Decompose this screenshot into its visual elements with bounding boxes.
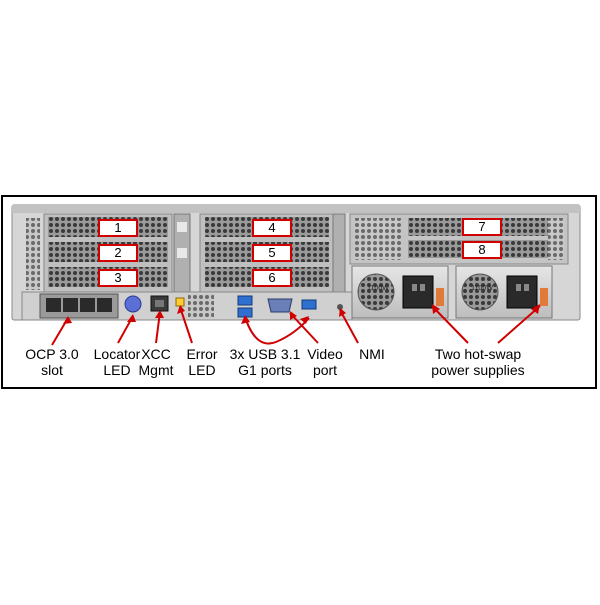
nmi-button bbox=[337, 304, 343, 310]
label-error-led: Error LED bbox=[186, 346, 218, 378]
chassis-top-edge bbox=[12, 205, 580, 213]
error-callout-line bbox=[179, 306, 193, 344]
label-power-supplies: Two hot-swap power supplies bbox=[431, 346, 525, 378]
error-led bbox=[175, 297, 185, 307]
psu1-rating: 1100W bbox=[367, 285, 389, 292]
psu1-callout-line bbox=[431, 305, 469, 344]
label-ocp-slot: OCP 3.0 slot bbox=[25, 346, 79, 378]
slot-number-3: 3 bbox=[98, 269, 138, 287]
slot-number-5: 5 bbox=[252, 244, 292, 262]
label-nmi: NMI bbox=[359, 346, 385, 362]
psu-1 bbox=[351, 265, 449, 319]
psu-2 bbox=[455, 265, 553, 319]
riser-cage-3 bbox=[349, 213, 569, 265]
video-callout-line bbox=[289, 312, 319, 344]
slot-number-2: 2 bbox=[98, 244, 138, 262]
nmi-callout-line bbox=[339, 309, 359, 344]
label-xcc-mgmt: XCC Mgmt bbox=[138, 346, 174, 378]
locator-led bbox=[124, 295, 142, 313]
ocp-slot bbox=[39, 293, 119, 319]
video-port bbox=[267, 298, 293, 313]
slot-number-7: 7 bbox=[462, 218, 502, 236]
label-usb-ports: 3x USB 3.1 G1 ports bbox=[229, 346, 301, 378]
callout-arrowheads bbox=[63, 304, 540, 324]
slot-number-4: 4 bbox=[252, 219, 292, 237]
slot-number-1: 1 bbox=[98, 219, 138, 237]
slot-number-6: 6 bbox=[252, 269, 292, 287]
usb-ports bbox=[237, 295, 317, 318]
label-locator-led: Locator LED bbox=[93, 346, 141, 378]
left-vent bbox=[26, 218, 40, 290]
psu2-rating: 1100W bbox=[471, 285, 493, 292]
usb-callout-line bbox=[244, 316, 310, 345]
slot-number-8: 8 bbox=[462, 241, 502, 259]
label-video-port: Video port bbox=[307, 346, 343, 378]
psu2-callout-line bbox=[497, 305, 541, 344]
